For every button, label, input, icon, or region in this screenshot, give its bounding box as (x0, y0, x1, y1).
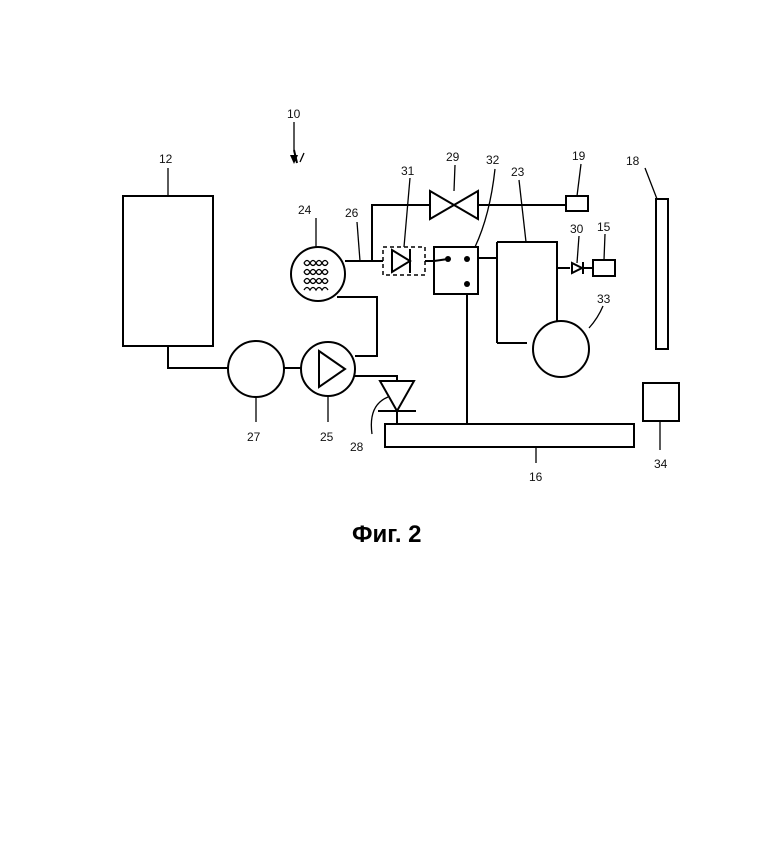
label-24: 24 (298, 203, 312, 217)
label-18: 18 (626, 154, 640, 168)
label-15: 15 (597, 220, 611, 234)
label-26: 26 (345, 206, 359, 220)
panel-18 (656, 199, 668, 349)
check-valve-31 (383, 247, 425, 275)
label-10: 10 (287, 107, 301, 121)
label-16: 16 (529, 470, 543, 484)
component-15 (593, 260, 615, 276)
distributor-32 (434, 247, 478, 294)
label-19: 19 (572, 149, 586, 163)
component-27 (228, 341, 284, 397)
label-34: 34 (654, 457, 668, 471)
heater-24 (291, 247, 345, 301)
component-19 (566, 196, 588, 211)
line-tank-to-pump-27 (168, 346, 228, 368)
check-valve-28 (378, 381, 416, 411)
label-28: 28 (350, 440, 364, 454)
figure-caption: Фиг. 2 (352, 521, 422, 548)
label-12: 12 (159, 152, 173, 166)
bar-16 (385, 424, 634, 447)
check-valve-30 (572, 262, 583, 274)
label-25: 25 (320, 430, 334, 444)
label-31: 31 (401, 164, 415, 178)
component-34 (643, 383, 679, 421)
label-27: 27 (247, 430, 261, 444)
label-29: 29 (446, 150, 460, 164)
tank-12 (123, 196, 213, 346)
component-33 (533, 321, 589, 377)
label-32: 32 (486, 153, 500, 167)
label-23: 23 (511, 165, 525, 179)
valve-29 (430, 191, 478, 219)
pump-25 (301, 342, 355, 396)
label-33: 33 (597, 292, 611, 306)
label-30: 30 (570, 222, 584, 236)
